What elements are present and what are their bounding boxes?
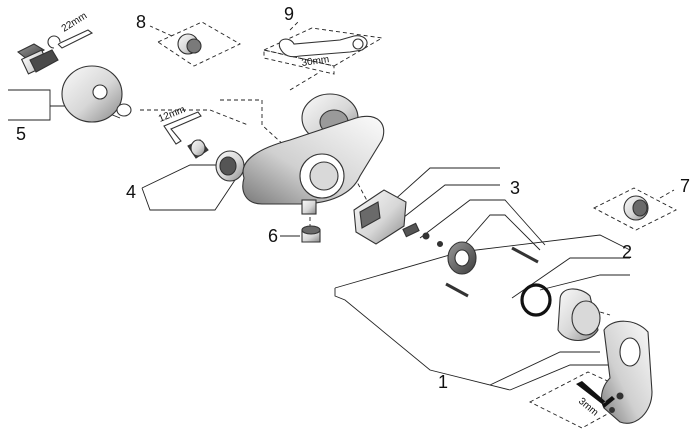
cartridge-pin — [422, 232, 430, 240]
cartridge-window — [359, 201, 381, 229]
sleeve-face — [571, 300, 601, 336]
callout-7: 7 — [680, 176, 690, 196]
body-cartridge-bore — [309, 161, 339, 191]
union-nut-bore — [219, 156, 237, 176]
washer — [116, 103, 132, 117]
callout-2: 2 — [622, 242, 632, 262]
frame-8-lead — [149, 25, 173, 37]
callout-4: 4 — [126, 182, 136, 202]
wall-flange — [61, 65, 123, 123]
inlet-nut — [16, 43, 46, 61]
part-7-cap — [623, 195, 649, 221]
callout-1: 1 — [438, 372, 448, 392]
hex-key-icon: 12mm — [157, 104, 202, 145]
leader-1-key — [509, 364, 610, 391]
frame-8 — [157, 21, 241, 67]
clamp-ring-hole — [454, 249, 470, 267]
lever-highlight — [619, 337, 641, 367]
part-1-lever — [601, 320, 653, 424]
lever-grub-screw — [616, 392, 624, 400]
callout-8: 8 — [136, 12, 146, 32]
frame-7-lead — [659, 189, 675, 199]
frame-9-lead — [289, 21, 299, 31]
frame-9 — [262, 27, 384, 67]
leader-lines — [8, 89, 631, 391]
callout-numbers: 8 9 5 4 6 3 7 2 1 — [16, 4, 690, 392]
frame-7 — [593, 187, 677, 231]
leader-3-b — [389, 184, 500, 229]
wrench-22-handle — [57, 29, 94, 49]
screw-1 — [445, 282, 469, 298]
lever-grub-screw-2 — [609, 407, 615, 413]
wrench-icon: 30mm — [278, 35, 368, 69]
cap-7-face — [632, 199, 648, 217]
cartridge-stem — [402, 222, 420, 238]
dimension-30mm: 30mm — [301, 54, 330, 69]
callout-9: 9 — [284, 4, 294, 24]
wrench-22-jaw — [47, 35, 61, 49]
mixer-body — [242, 93, 385, 215]
part-4-eccentric — [187, 139, 245, 182]
cartridge-pin-2 — [436, 240, 444, 248]
wall-flange-hole — [92, 84, 108, 100]
lever-handle — [601, 320, 653, 424]
callout-3: 3 — [510, 178, 520, 198]
leader-1-handle — [489, 351, 600, 386]
wrench-30-body — [278, 35, 368, 58]
wrench-icon — [47, 29, 94, 49]
leader-1-lower — [334, 288, 511, 391]
wrench-30-ring — [352, 38, 364, 50]
leader-5-bracket — [8, 89, 51, 121]
hex-key-3-body — [576, 381, 615, 408]
part-3-cartridge — [353, 189, 539, 298]
body-outlet — [301, 199, 317, 215]
leader-3-d — [454, 214, 541, 256]
nut-8-face — [186, 38, 202, 54]
guide-body-c — [289, 71, 321, 91]
hex-key-12-body — [163, 111, 202, 145]
part-6-nozzle — [301, 225, 321, 243]
leader-4-bottom — [141, 179, 236, 211]
leader-2-bottom — [539, 274, 630, 291]
nozzle-top — [301, 225, 321, 235]
part-5-inlet-assembly: 22mm — [16, 10, 132, 123]
leader-1-upper — [334, 234, 631, 289]
guide-body-b — [140, 109, 249, 126]
screw-2 — [511, 246, 539, 264]
part-8-nut — [177, 33, 202, 55]
frame-9-side — [263, 49, 335, 75]
callout-5: 5 — [16, 124, 26, 144]
inlet-thread — [29, 49, 59, 73]
dashed-frames — [140, 21, 677, 429]
leader-3-c — [419, 199, 546, 246]
o-ring — [520, 283, 552, 317]
callout-6: 6 — [268, 226, 278, 246]
eccentric-body — [190, 139, 206, 157]
part-2-sleeve — [520, 283, 601, 342]
